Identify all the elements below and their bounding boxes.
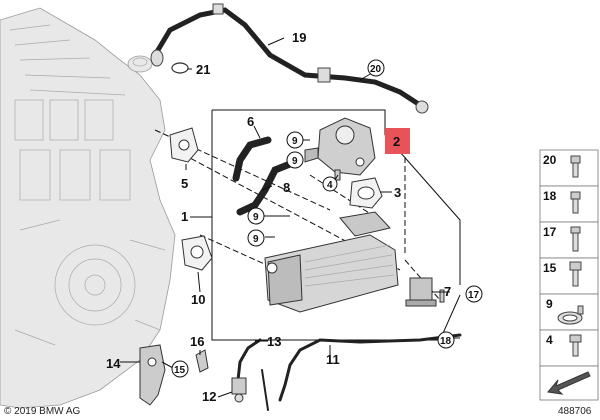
- callout-circle-9a: [286, 131, 304, 149]
- egr-cooler-1: [264, 211, 399, 313]
- callout-12: 12: [202, 389, 216, 404]
- callout-13: 13: [267, 334, 281, 349]
- callout-20: 20: [370, 64, 382, 75]
- screw-icon: [570, 155, 581, 178]
- small-parts-sidebar: 20 18 17 15 9: [539, 149, 599, 401]
- callout-9c: 9: [253, 212, 259, 223]
- callout-9a: 9: [292, 136, 298, 147]
- gasket-3: [349, 177, 383, 209]
- callout-circle-4: [322, 176, 338, 192]
- callout-7: 7: [444, 284, 451, 299]
- callout-9d: 9: [253, 234, 259, 245]
- callout-circle-18: [437, 331, 455, 349]
- callout-11: 11: [326, 352, 340, 367]
- callout-circle-9d: [247, 229, 265, 247]
- gasket-10: [181, 235, 213, 271]
- callout-18: 18: [440, 336, 452, 347]
- screw-icon: [570, 191, 581, 214]
- callout-circle-9b: [286, 151, 304, 169]
- sidebar-label-17: 17: [543, 225, 557, 239]
- callout-2-highlight: [385, 128, 410, 154]
- callout-16: 16: [190, 334, 204, 349]
- callout-leaders: [120, 37, 460, 398]
- callouts: 19 21 20 6 9 9 2 8 4 3 5 1 9 9 10 7 17 1…: [106, 30, 483, 404]
- callout-circle-15: [171, 360, 189, 378]
- engine-block-illustration: [0, 7, 176, 409]
- callout-4: 4: [327, 180, 333, 191]
- thermostat-housing-2: [304, 117, 376, 176]
- o-ring-21: [171, 62, 189, 74]
- sensor-12: [231, 377, 247, 403]
- arrow-icon: [547, 371, 591, 395]
- callout-2: 2: [393, 134, 400, 149]
- callout-14: 14: [106, 356, 121, 371]
- callout-1: 1: [181, 209, 188, 224]
- bolt-icon: [570, 226, 581, 252]
- callout-17: 17: [468, 290, 480, 301]
- egr-valve-7: [405, 277, 437, 307]
- clamp-icon: [557, 305, 584, 325]
- copyright-text: © 2019 BMW AG: [4, 406, 81, 417]
- callout-8: 8: [283, 180, 290, 195]
- callout-circle-17: [465, 285, 483, 303]
- callout-5: 5: [181, 176, 188, 191]
- callout-3: 3: [394, 185, 401, 200]
- pipe-11: [278, 333, 462, 402]
- callout-10: 10: [191, 292, 205, 307]
- callout-circle-9c: [247, 207, 265, 225]
- hose-19: [150, 3, 429, 114]
- sidebar-label-4: 4: [546, 333, 553, 347]
- bolt-icon: [569, 261, 582, 287]
- pipe-13: [236, 338, 262, 382]
- gasket-5: [169, 127, 199, 163]
- bracket-14: [139, 344, 166, 406]
- diagram-id: 488706: [558, 406, 592, 417]
- screw-icon: [569, 334, 582, 357]
- sidebar-label-20: 20: [543, 153, 557, 167]
- clip-16: [195, 349, 209, 373]
- hose-8: [236, 156, 304, 216]
- screw-part-17: [439, 289, 445, 303]
- callout-circle-20: [367, 59, 385, 77]
- sidebar-label-18: 18: [543, 189, 557, 203]
- sidebar-label-9: 9: [546, 297, 553, 311]
- callout-6: 6: [247, 114, 254, 129]
- callout-21: 21: [196, 62, 210, 77]
- callout-19: 19: [292, 30, 306, 45]
- callout-15: 15: [174, 365, 186, 376]
- callout-9b: 9: [292, 156, 298, 167]
- sidebar-label-15: 15: [543, 261, 557, 275]
